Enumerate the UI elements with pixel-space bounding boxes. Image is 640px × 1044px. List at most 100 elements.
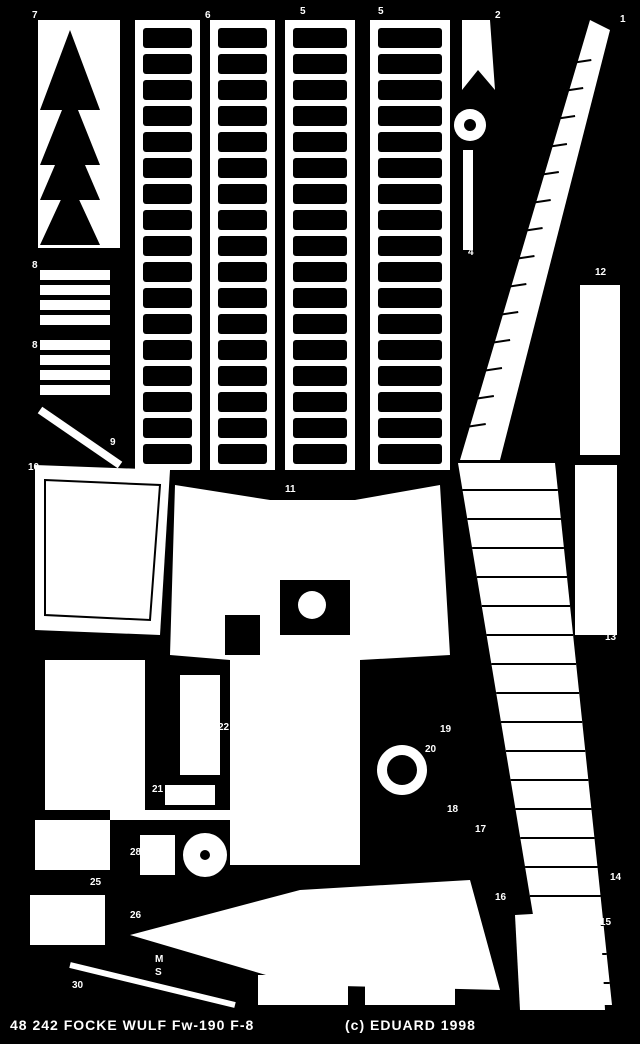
part-number-label: 4 (468, 247, 474, 258)
part-11 (170, 485, 450, 865)
ladder-cell (218, 210, 267, 230)
part-number-label: 7 (32, 10, 38, 21)
ladder-cell (218, 80, 267, 100)
part-number-label: 15 (600, 917, 612, 928)
ladder-cell (378, 28, 442, 48)
ladder-cell (218, 184, 267, 204)
ladder-cell (293, 28, 347, 48)
wing-rib (522, 227, 543, 232)
part-number-label: 25 (90, 877, 102, 888)
part-10 (35, 465, 170, 635)
wing-rib (506, 283, 527, 288)
part-4 (463, 150, 473, 250)
ladder-cell (218, 418, 267, 438)
ladder-cell (143, 366, 192, 386)
ladder-cell (143, 80, 192, 100)
ladder-cell (293, 236, 347, 256)
ladder-cell (293, 262, 347, 282)
ladder-cell (293, 288, 347, 308)
wing-rib (473, 395, 495, 400)
part-number-label: 28 (130, 847, 142, 858)
part-number-label: 12 (595, 267, 607, 278)
part-13 (575, 465, 617, 635)
ladder-cell (218, 106, 267, 126)
part-22 (180, 675, 220, 775)
ladder-cell (218, 366, 267, 386)
ladder-cell (143, 158, 192, 178)
ladder-cell (378, 340, 442, 360)
ladder-cell (143, 444, 192, 464)
ladder-cell (143, 210, 192, 230)
part-number-label: 3 (455, 120, 461, 131)
part-25b (30, 895, 105, 945)
part-number-label: 19 (440, 724, 452, 735)
part-29 (258, 975, 348, 1005)
ladder-cell (293, 340, 347, 360)
ladder-cell (143, 106, 192, 126)
ladder-cell (143, 392, 192, 412)
wing-rib (546, 143, 568, 148)
part-number-label: 5 (300, 6, 306, 17)
part-number-label: 30 (72, 980, 84, 991)
ladder-cell (143, 262, 192, 282)
part-16 (130, 880, 500, 990)
ladder-cell (218, 158, 267, 178)
part-25 (35, 820, 110, 870)
part-number-label: 13 (605, 632, 617, 643)
part-number-label: 20 (425, 744, 437, 755)
ladder-cell (378, 288, 442, 308)
wing-rib (571, 59, 592, 64)
ladder-cell (143, 314, 192, 334)
ladder-cell (218, 392, 267, 412)
part-number-label: 1 (620, 14, 626, 25)
ladder-cell (378, 392, 442, 412)
part-14 (458, 463, 612, 1005)
part-number-label: 8 (32, 260, 38, 271)
spar (110, 810, 360, 820)
wing-rib (465, 423, 486, 428)
ladder-cell (293, 184, 347, 204)
ladder-cell (218, 236, 267, 256)
ladder-cell (378, 184, 442, 204)
ladder-cell (293, 80, 347, 100)
mark-s: S (155, 967, 162, 978)
part-number-label: 16 (495, 892, 507, 903)
part-8 (40, 270, 110, 395)
part-2 (462, 20, 495, 90)
ladder-cell (218, 132, 267, 152)
wing-rib (530, 199, 551, 204)
ladder-cell (143, 236, 192, 256)
ladder-cell (378, 132, 442, 152)
wing-rib (498, 311, 519, 316)
part-number-label: 2 (495, 10, 501, 21)
part-28 (140, 835, 175, 875)
part-number-label: 14 (610, 872, 622, 883)
part-30 (69, 962, 236, 1008)
ladder-cell (378, 236, 442, 256)
part-number-label: 22 (218, 722, 230, 733)
ladder-cell (218, 28, 267, 48)
part-number-label: 26 (130, 910, 142, 921)
part-24 (45, 660, 145, 810)
ladder-cell (378, 158, 442, 178)
part-number-label: 21 (152, 784, 164, 795)
ladder-cell (218, 444, 267, 464)
ladder-cell (378, 314, 442, 334)
part-1 (460, 20, 610, 460)
mark-m: M (155, 954, 163, 965)
wing-rib (538, 171, 559, 176)
ladder-cell (378, 262, 442, 282)
ladder-cell (293, 106, 347, 126)
ladder-cell (218, 262, 267, 282)
ladder-cell (143, 184, 192, 204)
part-number-label: 18 (447, 804, 459, 815)
part-number-label: 23 (110, 624, 122, 635)
wing-rib (514, 255, 535, 260)
ladder-cell (378, 418, 442, 438)
ladder-cell (143, 54, 192, 74)
ladder-cell (378, 106, 442, 126)
part-9 (37, 406, 123, 469)
part-number-label: 24 (58, 687, 70, 698)
part-number-label: 8 (32, 340, 38, 351)
